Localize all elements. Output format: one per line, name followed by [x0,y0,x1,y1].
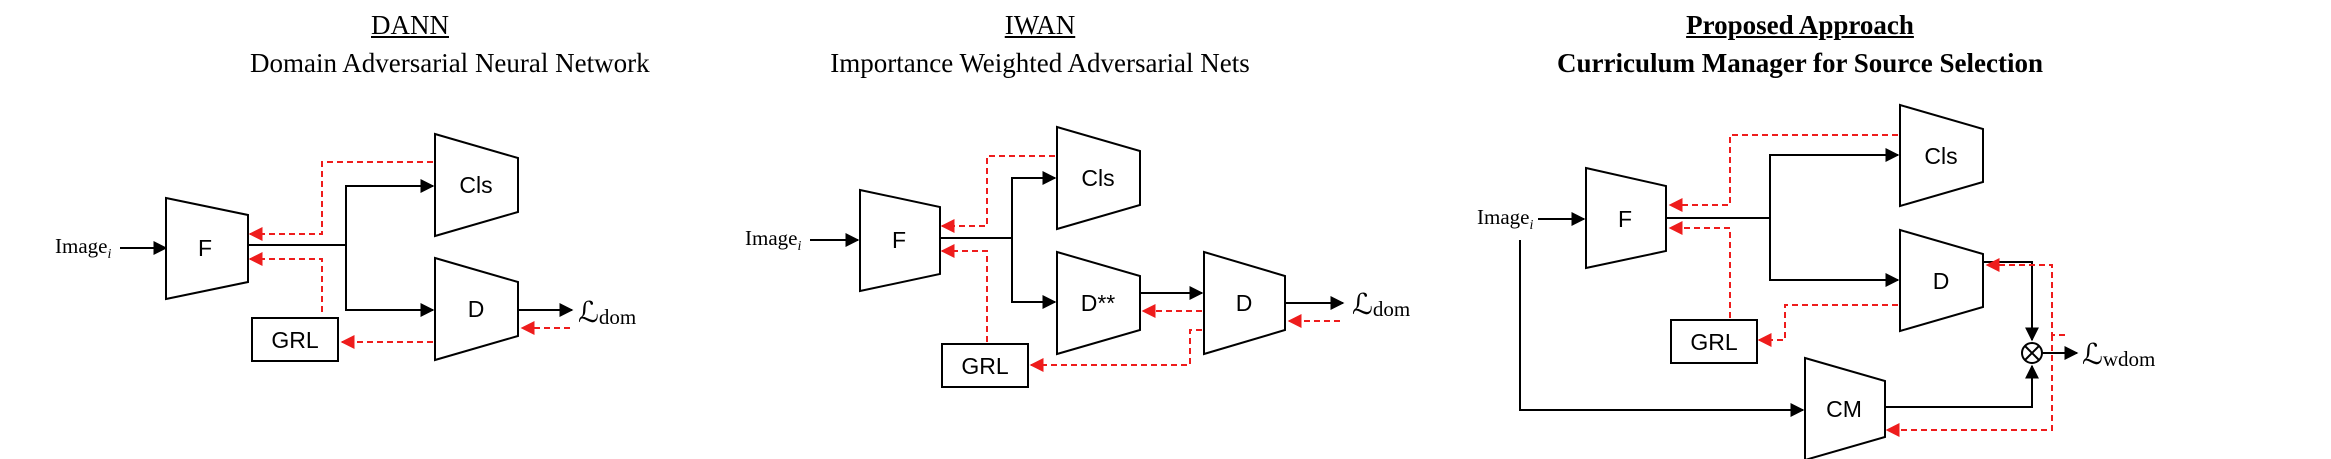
iwan-diagram: Imagei F Cls D** D ℒdom GRL [745,125,1410,388]
iwan-image-label: Imagei [745,226,801,254]
proposed-loss-to-d-gradient-arrow [1985,258,2065,336]
iwan-grl-label: GRL [961,353,1009,379]
iwan-loss-label: ℒdom [1352,289,1410,321]
proposed-cm-label: CM [1826,396,1862,422]
dann-header: DANN Domain Adversarial Neural Network [250,0,650,459]
proposed-otimes-cross-b [2024,345,2040,361]
iwan-grl-box [941,343,1029,388]
dann-grl-box [251,317,339,362]
dann-title: DANN [371,10,449,40]
iwan-cls-gradient-arrow [940,155,1055,233]
dann-to-d-arrow [345,245,435,317]
dann-f-label: F [198,235,212,261]
iwan-f-label: F [892,227,906,253]
proposed-d-gradient-arrow [1757,304,1898,347]
proposed-header: Proposed Approach Curriculum Manager for… [1480,0,2120,459]
iwan-header: IWAN Importance Weighted Adversarial Net… [760,0,1320,459]
proposed-subtitle: Curriculum Manager for Source Selection [1557,48,2043,78]
proposed-cls-label: Cls [1924,143,1957,169]
iwan-title: IWAN [1004,10,1076,40]
dann-to-cls-arrow [345,179,435,245]
dann-cls-block [434,132,519,238]
iwan-d-block [1203,250,1286,356]
iwan-d-label: D [1236,290,1253,316]
proposed-image-to-cm-arrow [1519,240,1805,417]
iwan-dstar-label: D** [1081,290,1116,316]
dann-grl-gradient-arrow [248,252,323,312]
dann-image-label: Imagei [55,234,111,262]
proposed-d-label: D [1933,268,1950,294]
dann-f-block [165,196,249,301]
iwan-grl-gradient-arrow [940,244,988,342]
proposed-grl-box [1670,319,1758,364]
proposed-diagram: Imagei F Cls D CM GRL ℒwdom [1477,103,2155,459]
iwan-subtitle: Importance Weighted Adversarial Nets [830,48,1250,78]
iwan-cls-label: Cls [1081,165,1114,191]
iwan-dstar-block [1056,250,1141,356]
proposed-cls-gradient-arrow [1668,134,1898,212]
proposed-loss-label: ℒwdom [2082,339,2155,371]
proposed-to-d-arrow [1769,218,1900,287]
dann-cls-label: Cls [459,172,492,198]
proposed-cm-block [1804,356,1886,459]
proposed-loss-to-cm-gradient-arrow [1885,335,2053,437]
proposed-image-label: Imagei [1477,205,1533,233]
dann-grl-label: GRL [271,327,319,353]
dann-subtitle: Domain Adversarial Neural Network [250,48,650,78]
dann-d-label: D [468,296,485,322]
proposed-f-label: F [1618,206,1632,232]
iwan-to-dstar-arrow [1011,238,1057,309]
dann-loss-label: ℒdom [578,297,636,329]
iwan-d-to-grl-gradient-arrow [1029,329,1202,372]
iwan-f-block [859,188,941,293]
proposed-cls-block [1899,103,1984,208]
proposed-to-cls-arrow [1769,148,1900,218]
proposed-grl-gradient-arrow [1668,221,1731,318]
dann-d-block [434,256,519,362]
iwan-to-cls-arrow [1011,171,1057,238]
proposed-f-block [1585,166,1667,270]
proposed-title: Proposed Approach [1686,10,1914,40]
dann-diagram: Imagei F Cls D ℒdom GRL [55,132,636,362]
proposed-d-block [1899,228,1984,333]
dann-cls-gradient-arrow [248,161,433,241]
iwan-cls-block [1056,125,1141,231]
proposed-cm-to-otimes-arrow [1885,364,2039,408]
proposed-grl-label: GRL [1690,329,1738,355]
